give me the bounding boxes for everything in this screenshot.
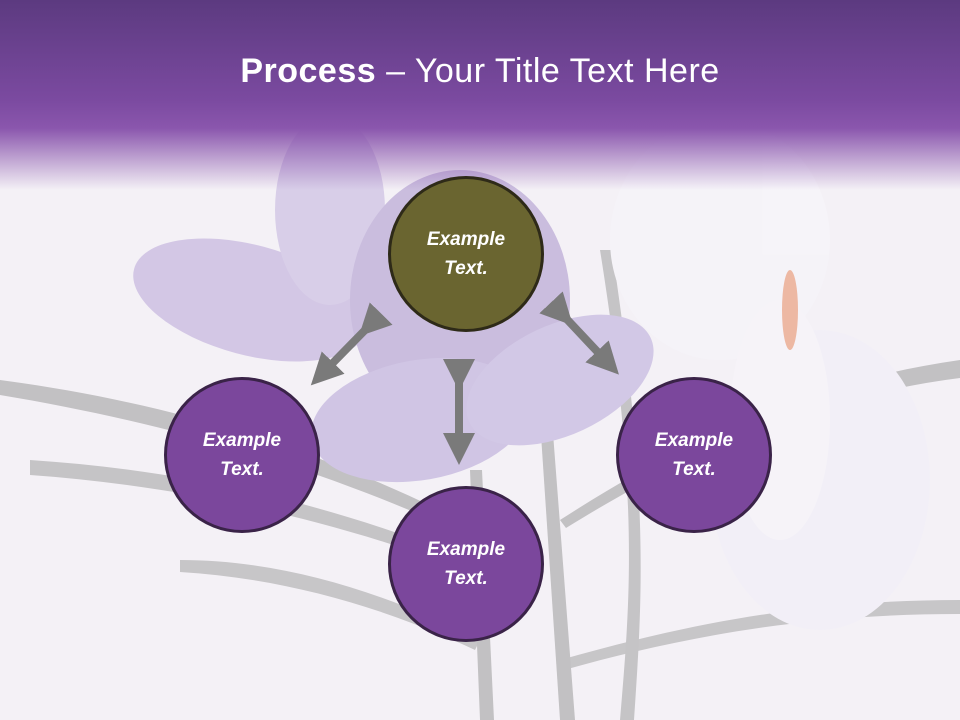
node-left-label: Example Text. [202,430,282,480]
title-banner [0,0,960,190]
title-bold: Process [240,52,377,90]
process-node-top[interactable]: Example Text. [388,176,544,332]
process-node-left[interactable]: Example Text. [164,377,320,533]
slide-title: Process – Your Title Text Here [0,52,960,91]
node-right-label: Example Text. [654,430,734,480]
arrow-top-left [310,302,393,386]
arrow-top-right [539,291,619,375]
node-bottom-label: Example Text. [426,539,506,589]
process-node-bottom[interactable]: Example Text. [388,486,544,642]
node-top-label: Example Text. [426,229,506,279]
title-rest: – Your Title Text Here [376,52,720,90]
process-node-right[interactable]: Example Text. [616,377,772,533]
